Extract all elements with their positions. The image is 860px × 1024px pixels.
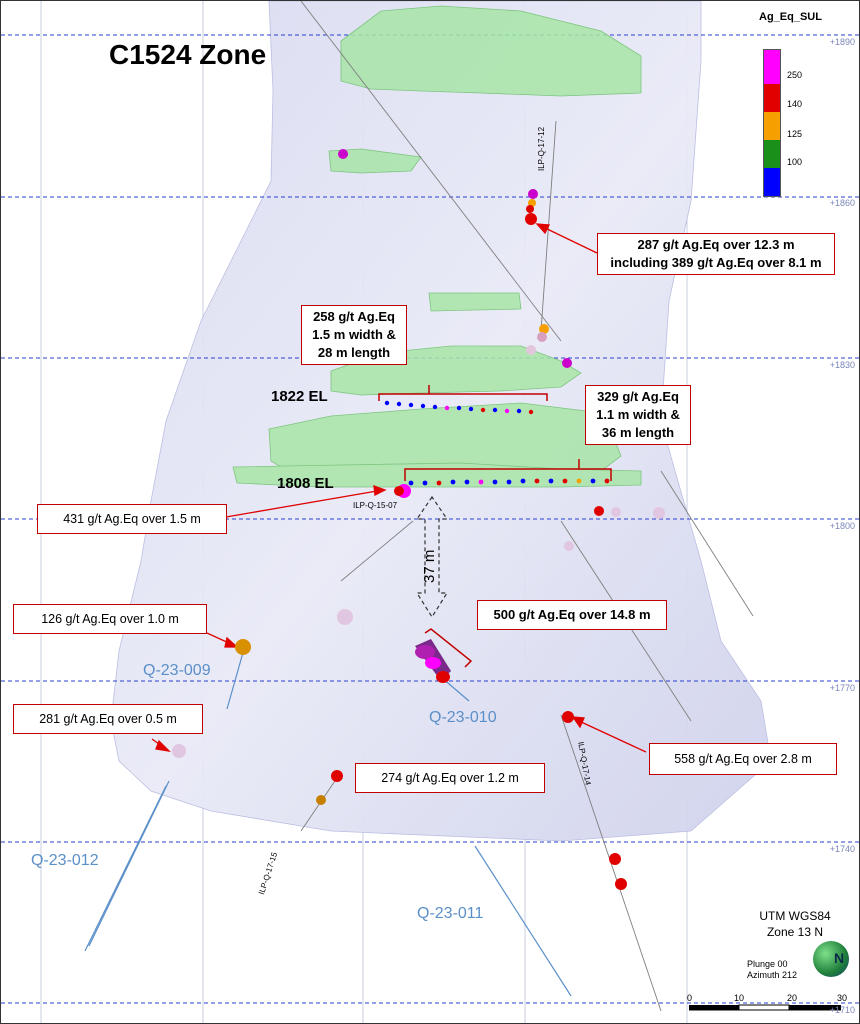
spacing-arrow xyxy=(415,495,449,619)
elev-label-1710: +1710 xyxy=(829,1005,855,1015)
drillhole-q-23-010: Q-23-010 xyxy=(429,709,497,726)
elev-label-1830: +1830 xyxy=(829,360,855,370)
legend-label-140: 140 xyxy=(787,99,803,109)
level-label-1822: 1822 EL xyxy=(271,388,328,405)
callout-329-line2: 1.1 m width & xyxy=(596,407,680,422)
elev-label-1890: +1890 xyxy=(829,37,855,47)
coord-line1: UTM WGS84 xyxy=(759,909,831,923)
callout-329: 329 g/t Ag.Eq 1.1 m width & 36 m length xyxy=(585,385,691,445)
drillhole-q-23-011: Q-23-011 xyxy=(417,905,484,922)
elev-label-1740: +1740 xyxy=(829,844,855,854)
legend-seg-250 xyxy=(764,50,780,84)
callout-558: 558 g/t Ag.Eq over 2.8 m xyxy=(649,743,837,775)
callout-258: 258 g/t Ag.Eq 1.5 m width & 28 m length xyxy=(301,305,407,365)
hole-id-15-07: ILP-Q-15-07 xyxy=(353,501,398,510)
legend-seg-100 xyxy=(764,140,780,168)
drillhole-q-23-012: Q-23-012 xyxy=(31,852,99,869)
callout-258-line2: 1.5 m width & xyxy=(312,327,396,342)
callout-500: 500 g/t Ag.Eq over 14.8 m xyxy=(477,600,667,630)
legend-label-100: 100 xyxy=(787,157,803,167)
callout-431: 431 g/t Ag.Eq over 1.5 m xyxy=(37,504,227,534)
hole-id-17-12: ILP-Q-17-12 xyxy=(537,126,546,171)
view-plunge: Plunge 00 xyxy=(747,959,788,969)
callout-leaders xyxy=(151,223,647,753)
scale-tick-20: 20 xyxy=(787,993,798,1003)
callout-274: 274 g/t Ag.Eq over 1.2 m xyxy=(355,763,545,793)
elev-label-1860: +1860 xyxy=(829,198,855,208)
callout-287: 287 g/t Ag.Eq over 12.3 m including 389 … xyxy=(597,233,835,275)
intercept-brackets xyxy=(378,385,612,668)
callout-287-line1: 287 g/t Ag.Eq over 12.3 m xyxy=(637,237,795,252)
legend-title: Ag_Eq_SUL xyxy=(759,11,822,23)
elev-label-1800: +1800 xyxy=(829,521,855,531)
scale-bar-graphic xyxy=(689,1004,841,1011)
scale-tick-30: 30 xyxy=(837,993,848,1003)
elev-label-1770: +1770 xyxy=(829,683,855,693)
scale-tick-0: 0 xyxy=(687,993,693,1003)
map-title: C1524 Zone xyxy=(109,39,267,70)
assay-intercepts xyxy=(172,149,665,890)
callout-258-line3: 28 m length xyxy=(317,345,391,360)
legend-seg-low xyxy=(764,168,780,196)
spacing-label: 37 m xyxy=(421,549,438,583)
callout-329-line3: 36 m length xyxy=(601,425,675,440)
callout-126: 126 g/t Ag.Eq over 1.0 m xyxy=(13,604,207,634)
compass-icon xyxy=(813,941,849,977)
legend-label-250: 250 xyxy=(787,70,803,80)
legend-seg-140 xyxy=(764,84,780,112)
callout-329-line1: 329 g/t Ag.Eq xyxy=(597,389,679,404)
view-azimuth: Azimuth 212 xyxy=(747,970,798,980)
legend-color-bar xyxy=(763,49,781,197)
callout-287-line2: including 389 g/t Ag.Eq over 8.1 m xyxy=(610,255,822,270)
coord-line2: Zone 13 N xyxy=(766,925,824,939)
legend-seg-125 xyxy=(764,112,780,140)
level-label-1808: 1808 EL xyxy=(277,475,334,492)
sample-beads-1822 xyxy=(384,400,534,415)
callout-258-line1: 258 g/t Ag.Eq xyxy=(313,309,395,324)
legend-label-125: 125 xyxy=(787,129,803,139)
sample-beads-1808 xyxy=(408,478,610,486)
compass-label: N xyxy=(834,950,845,966)
scale-tick-10: 10 xyxy=(734,993,745,1003)
drillhole-q-23-009: Q-23-009 xyxy=(143,662,211,679)
callout-281: 281 g/t Ag.Eq over 0.5 m xyxy=(13,704,203,734)
q-23-010-intercept xyxy=(415,639,451,683)
